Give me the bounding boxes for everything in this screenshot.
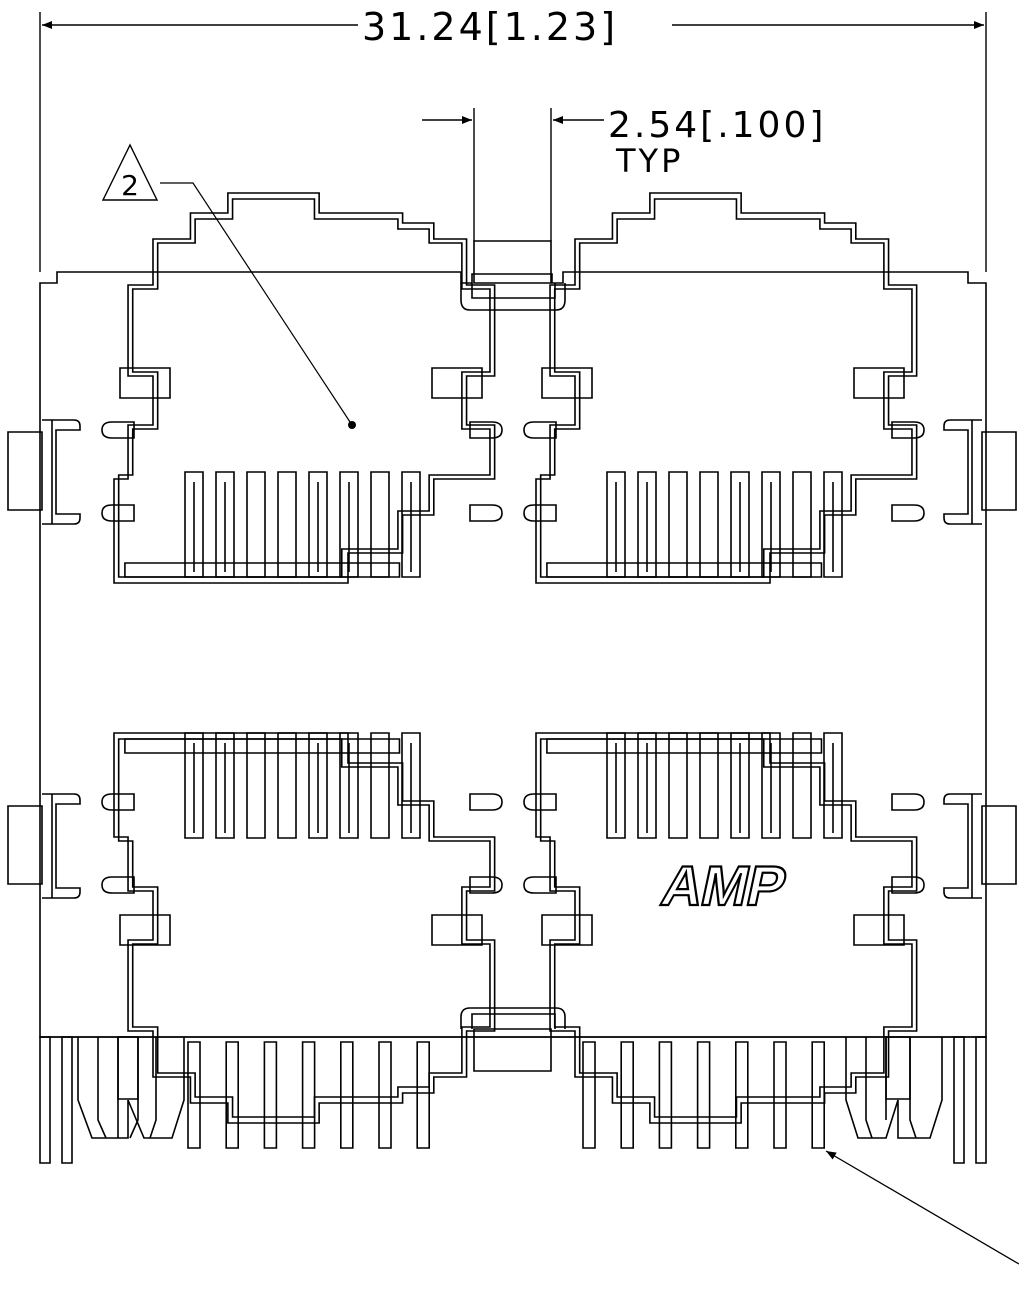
flag-note: 2: [103, 145, 356, 429]
housing-outline: [40, 272, 986, 1037]
signal-pin-right: [736, 1042, 748, 1148]
signal-pin-left: [379, 1042, 391, 1148]
side-tab-left-top: [7, 419, 81, 525]
amp-logo: AMP: [656, 855, 791, 917]
leader-dot: [348, 421, 356, 429]
signal-pin-left: [303, 1042, 315, 1148]
pitch-typ-note: TYP: [615, 142, 683, 180]
overall-width-label: 31.24[1.23]: [362, 5, 618, 49]
signal-pin-right: [621, 1042, 633, 1148]
signal-pin-left: [264, 1042, 276, 1148]
side-tab-right-bottom: [943, 793, 1017, 899]
signal-pin-right: [659, 1042, 671, 1148]
signal-pin-left: [226, 1042, 238, 1148]
port-bottom-left: [101, 732, 503, 1124]
signal-pin-right: [583, 1042, 595, 1148]
side-tab-right-top: [943, 419, 1017, 525]
signal-pin-left: [417, 1042, 429, 1148]
pcb-pins: [40, 1037, 986, 1163]
signal-pin-right: [812, 1042, 824, 1148]
flag-note-number: 2: [121, 169, 139, 202]
signal-pin-left: [188, 1042, 200, 1148]
port-top-left: [101, 192, 503, 584]
pin-leader-arrow: [826, 1151, 1019, 1264]
pitch-label: 2.54[.100]: [608, 105, 826, 146]
overall-width-dimension: [40, 12, 986, 272]
signal-pin-right: [774, 1042, 786, 1148]
pitch-dimension: [422, 108, 604, 241]
signal-pin-right: [698, 1042, 710, 1148]
signal-pin-left: [341, 1042, 353, 1148]
side-tab-left-bottom: [7, 793, 81, 899]
port-bottom-right: [523, 732, 925, 1124]
port-top-right: [523, 192, 925, 584]
